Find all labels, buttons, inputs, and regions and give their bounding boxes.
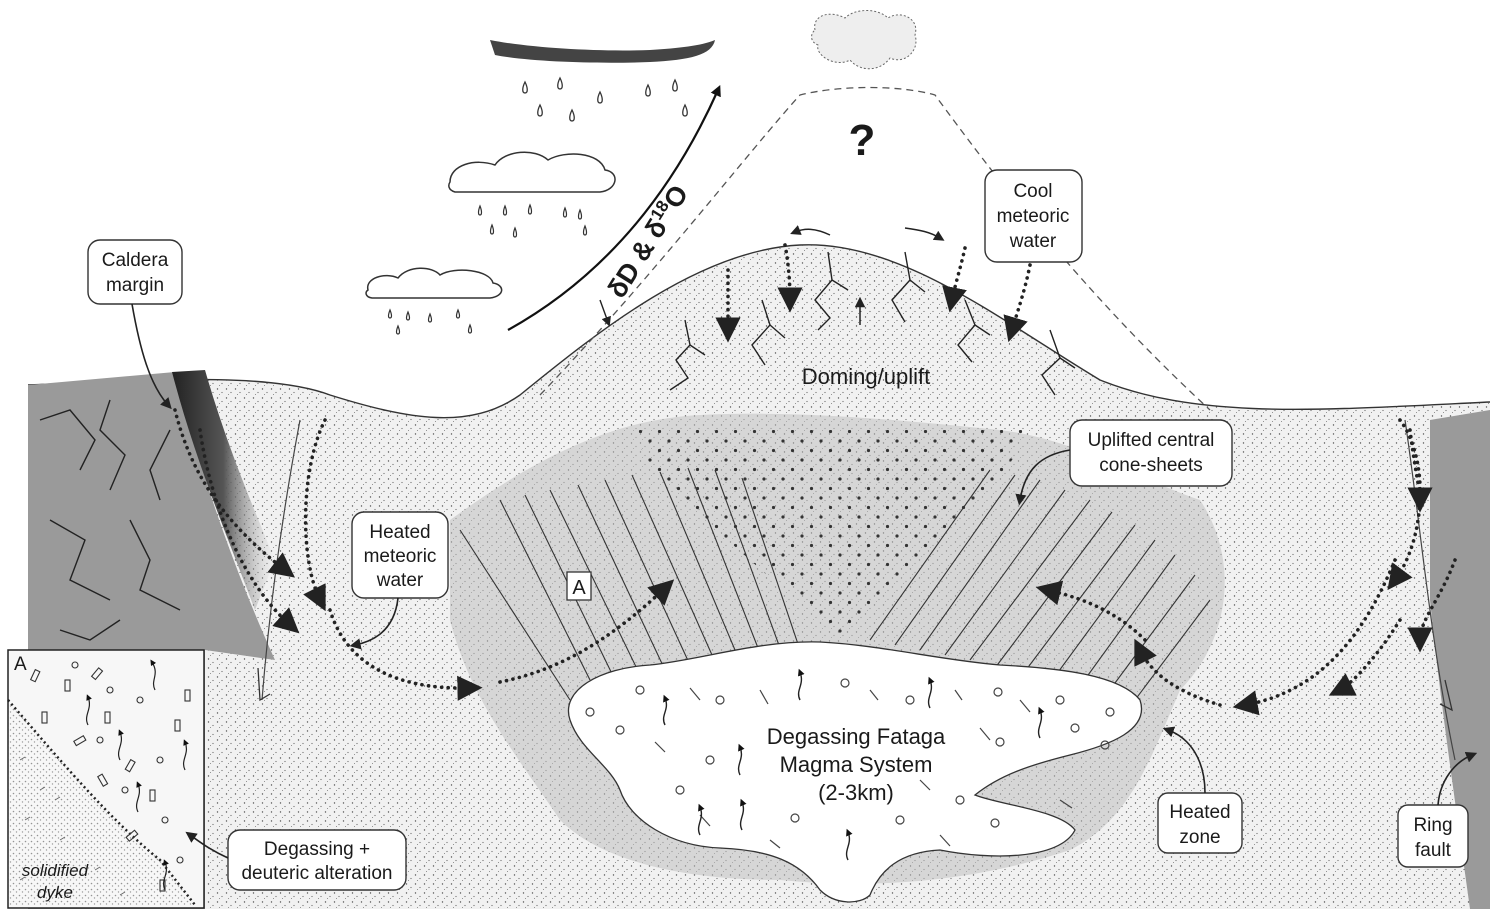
uplifted-cone-sheets-label: Uplifted central cone-sheets (1070, 420, 1232, 486)
eruption-plume (812, 11, 916, 69)
location-marker-a: A (572, 577, 586, 599)
svg-text:Caldera: Caldera (102, 250, 169, 271)
question-mark: ? (849, 116, 876, 165)
svg-text:Degassing Fataga: Degassing Fataga (767, 724, 946, 749)
svg-text:cone-sheets: cone-sheets (1099, 455, 1203, 476)
ring-fault-label: Ring fault (1398, 805, 1468, 867)
svg-text:Heated: Heated (1169, 802, 1230, 823)
svg-text:deuteric alteration: deuteric alteration (241, 863, 392, 884)
cool-meteoric-water-label: Cool meteoric water (985, 170, 1082, 262)
svg-text:Cool: Cool (1013, 181, 1052, 202)
svg-text:meteoric: meteoric (997, 206, 1070, 227)
inset-panel: A solidified dyke (8, 650, 204, 908)
svg-text:meteoric: meteoric (364, 546, 437, 567)
cloud-large (490, 40, 715, 121)
inset-dyke-line-1: solidified (22, 861, 89, 880)
svg-text:fault: fault (1415, 840, 1452, 861)
svg-text:water: water (376, 570, 424, 591)
heated-zone-label: Heated zone (1158, 793, 1242, 853)
inset-letter: A (14, 654, 27, 675)
svg-text:(2-3km): (2-3km) (818, 780, 894, 805)
svg-text:margin: margin (106, 275, 164, 296)
cloud-small (366, 268, 502, 334)
degassing-alteration-label: Degassing + deuteric alteration (228, 830, 406, 890)
isotope-small-arrow (600, 300, 608, 322)
svg-text:Ring: Ring (1413, 815, 1452, 836)
svg-text:Heated: Heated (369, 522, 430, 543)
heated-meteoric-water-label: Heated meteoric water (352, 512, 448, 598)
svg-text:zone: zone (1179, 827, 1220, 848)
svg-text:Magma System: Magma System (780, 752, 933, 777)
svg-text:Degassing +: Degassing + (264, 839, 370, 860)
svg-text:water: water (1009, 231, 1057, 252)
svg-text:Uplifted central: Uplifted central (1088, 430, 1215, 451)
cloud-medium (449, 152, 615, 237)
caldera-margin-label: Caldera margin (88, 240, 182, 304)
doming-uplift-label: Doming/uplift (802, 364, 930, 389)
inset-dyke-line-2: dyke (37, 883, 73, 902)
